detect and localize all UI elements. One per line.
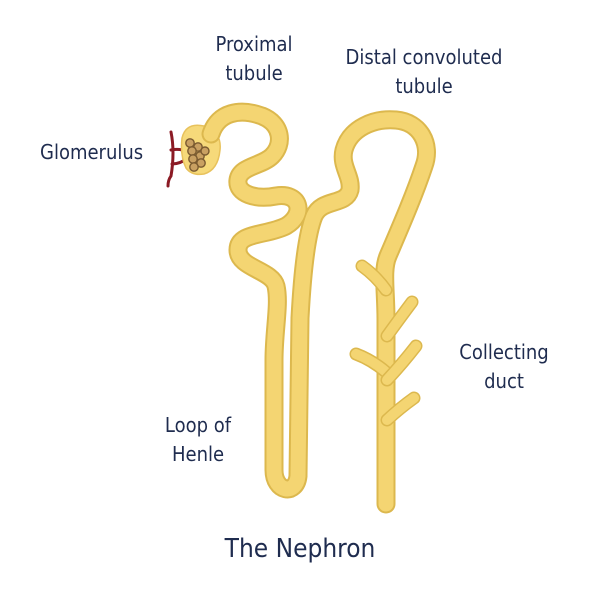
- label-loop-of-henle: Loop of Henle: [156, 411, 240, 469]
- label-collecting-line2: duct: [484, 369, 524, 393]
- label-proximal-line2: tubule: [225, 61, 283, 85]
- label-proximal-tubule: Proximal tubule: [196, 30, 312, 88]
- label-loop-line1: Loop of: [164, 413, 232, 437]
- glomerulus-cells: [185, 138, 210, 172]
- label-collecting-line1: Collecting: [459, 340, 549, 364]
- label-distal-convoluted-tubule: Distal convoluted tubule: [338, 43, 510, 101]
- label-glomerulus: Glomerulus: [40, 138, 164, 167]
- nephron-tubule: [203, 104, 434, 512]
- collecting-duct-branches: [349, 259, 423, 427]
- label-proximal-line1: Proximal: [215, 32, 293, 56]
- label-loop-line2: Henle: [171, 442, 225, 466]
- label-collecting-duct: Collecting duct: [452, 338, 556, 396]
- label-distal-line1: Distal convoluted: [345, 45, 503, 69]
- label-distal-line2: tubule: [395, 74, 453, 98]
- label-glomerulus-line1: Glomerulus: [40, 140, 144, 164]
- diagram-title: The Nephron: [224, 534, 376, 564]
